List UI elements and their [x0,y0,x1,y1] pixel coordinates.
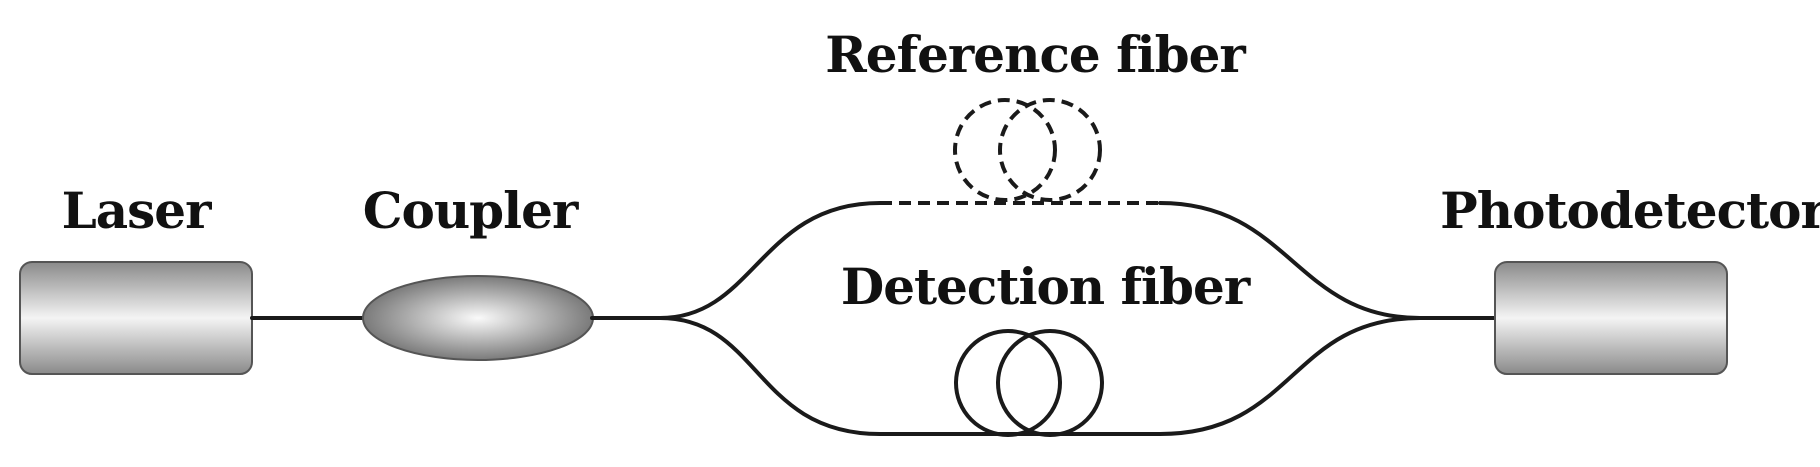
reference-fiber-coil-left [953,98,1057,202]
laser-device [19,261,253,375]
detection-arm-merge [1158,316,1422,436]
coupler-label: Coupler [363,181,579,240]
detection-arm-split [658,316,882,436]
photodetector-label: Photodetector [1440,181,1820,240]
photodetector-device [1494,261,1728,375]
detection-fiber-label: Detection fiber [841,257,1251,316]
reference-arm-split [658,201,882,320]
detection-fiber-coil-left [954,329,1062,437]
laser-label: Laser [62,181,213,240]
coupler-device [362,275,594,361]
reference-fiber-label: Reference fiber [825,25,1246,84]
detection-fiber-coil-right [996,329,1104,437]
reference-arm-merge [1158,201,1422,320]
reference-fiber-coil-right [998,98,1102,202]
